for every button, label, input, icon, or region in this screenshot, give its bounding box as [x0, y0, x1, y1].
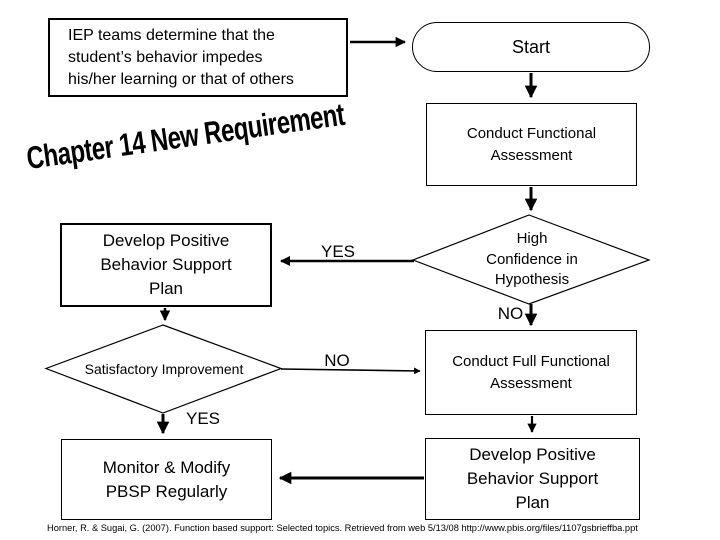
node-high-confidence-decision: High Confidence in Hypothesis [431, 229, 633, 291]
node-text-line: Develop Positive [102, 231, 230, 250]
edge-label-no-high-confidence: NO [497, 304, 524, 323]
node-text-line: student’s behavior impedes [68, 48, 263, 66]
node-text-line: IEP teams determine that the [68, 26, 275, 44]
node-text-line: Start [511, 36, 550, 57]
node-text-line: Behavior Support [100, 255, 232, 274]
node-text-line: Develop Positive [469, 445, 596, 464]
node-text-line: his/her learning or that of others [68, 70, 294, 88]
citation-reference: Horner, R. & Sugai, G. (2007). Function … [47, 523, 638, 533]
node-text-line: Conduct Full Functional [452, 352, 610, 370]
node-text-line: Assessment [490, 146, 573, 164]
edge-label-yes-high-confidence: YES [320, 242, 356, 261]
node-conduct-full-functional-assessment: Conduct Full Functional Assessment [425, 330, 637, 415]
node-text-line: Confidence in [486, 250, 578, 268]
node-text-line: Plan [148, 279, 184, 298]
node-develop-pbsp-2: Develop Positive Behavior Support Plan [425, 438, 640, 520]
node-text-line: High [516, 230, 548, 247]
watermark-title: Chapter 14 New Requirement [24, 97, 347, 177]
node-text-line: Satisfactory Improvement [84, 361, 244, 377]
node-text-line: Behavior Support [466, 469, 599, 488]
node-text-line: Conduct Functional [466, 124, 597, 142]
node-text-line: Hypothesis [494, 271, 570, 288]
node-monitor-modify-pbsp: Monitor & Modify PBSP Regularly [61, 439, 272, 520]
node-text-line: PBSP Regularly [105, 481, 228, 501]
edge-label-yes-satisfactory: YES [186, 409, 221, 428]
node-develop-pbsp: Develop Positive Behavior Support Plan [60, 223, 272, 307]
node-satisfactory-improvement-decision: Satisfactory Improvement [63, 361, 265, 377]
edge-label-no-satisfactory: NO [324, 351, 350, 370]
node-text-line: Plan [515, 493, 550, 512]
node-text-line: Assessment [490, 374, 572, 392]
node-iep-statement: IEP teams determine that the student’s b… [48, 18, 348, 97]
node-text-line: Monitor & Modify [102, 457, 231, 477]
node-start-terminator: Start [412, 22, 650, 72]
node-conduct-functional-assessment: Conduct Functional Assessment [426, 103, 637, 186]
